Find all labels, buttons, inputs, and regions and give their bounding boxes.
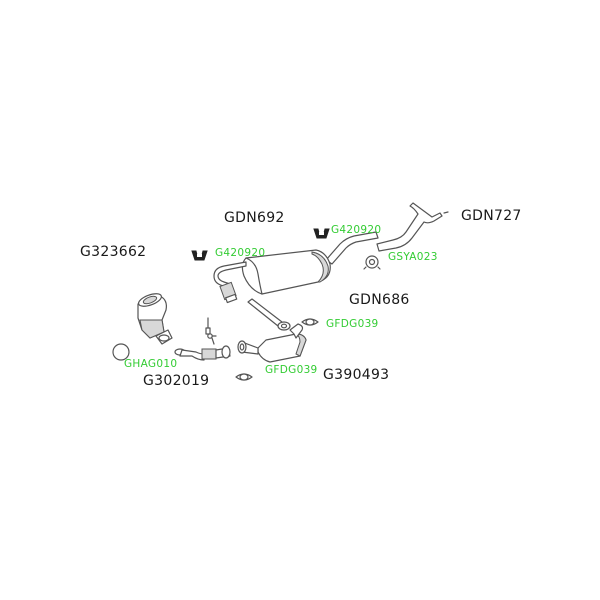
- part-label-g302019[interactable]: G302019: [143, 373, 210, 389]
- part-label-gdn692[interactable]: GDN692: [224, 210, 285, 226]
- accessory-label-ghag010[interactable]: GHAG010: [124, 358, 178, 370]
- accessory-label-gfdg039-upper[interactable]: GFDG039: [326, 318, 379, 330]
- rubber-hanger-icon[interactable]: [191, 250, 208, 261]
- connecting-pipe: [325, 231, 379, 265]
- accessory-label-g420920-right[interactable]: G420920: [331, 224, 382, 236]
- catalytic-converter-drawing[interactable]: [137, 291, 173, 345]
- muffler-drawing[interactable]: [213, 249, 331, 304]
- ring-gasket-icon[interactable]: [112, 343, 130, 361]
- tail-pipe-drawing[interactable]: [376, 202, 449, 252]
- flange-gasket-icon[interactable]: [235, 373, 253, 381]
- part-label-gdn727[interactable]: GDN727: [461, 208, 522, 224]
- clamp-icon[interactable]: [363, 255, 381, 270]
- front-pipe-drawing[interactable]: [174, 317, 231, 361]
- part-label-g323662[interactable]: G323662: [80, 244, 147, 260]
- rubber-hanger-icon[interactable]: [313, 228, 330, 239]
- accessory-label-g420920-left[interactable]: G420920: [215, 247, 266, 259]
- accessory-label-gsya023[interactable]: GSYA023: [388, 251, 438, 263]
- intermediate-pipe-drawing[interactable]: [247, 298, 291, 331]
- front-silencer-drawing[interactable]: [237, 323, 307, 363]
- part-label-gdn686[interactable]: GDN686: [349, 292, 410, 308]
- part-label-g390493[interactable]: G390493: [323, 367, 390, 383]
- accessory-label-gfdg039-lower[interactable]: GFDG039: [265, 364, 318, 376]
- flange-gasket-icon[interactable]: [301, 318, 319, 326]
